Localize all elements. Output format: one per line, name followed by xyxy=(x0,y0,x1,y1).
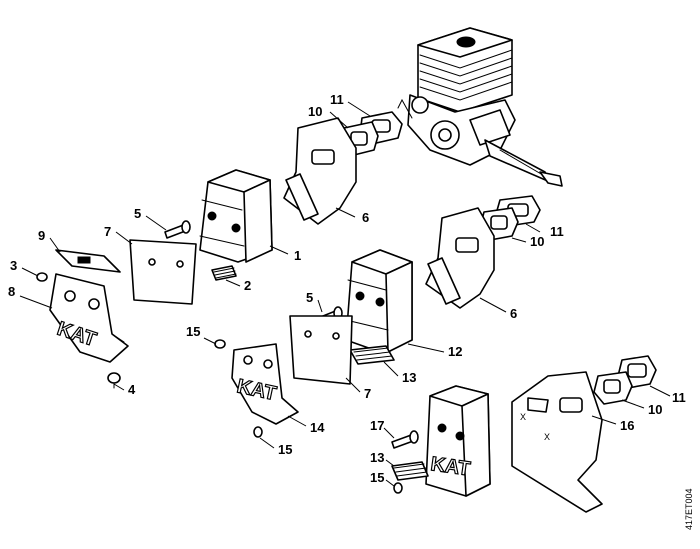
callout-numbers: 11 10 6 5 7 1 2 9 3 8 4 11 10 6 5 12 13 … xyxy=(8,92,686,485)
muffler-1 xyxy=(199,169,273,263)
heat-shield-16: X X xyxy=(511,371,603,513)
gasket-plate-7-top xyxy=(129,239,197,305)
screw-15-bottom xyxy=(393,482,403,494)
callout-11-top: 11 xyxy=(330,92,344,107)
screen-13-mid xyxy=(349,345,395,365)
x-mark-1: X xyxy=(520,412,526,422)
catalyst-cover-14: KAT xyxy=(231,343,299,425)
callout-5-top: 5 xyxy=(134,206,141,221)
leader-lines xyxy=(19,101,671,487)
callout-8: 8 xyxy=(8,284,15,299)
callout-7-top: 7 xyxy=(104,224,111,239)
heat-shield-6-mid xyxy=(425,207,495,309)
x-mark-2: X xyxy=(544,432,550,442)
callout-13-bottom: 13 xyxy=(370,450,384,465)
callout-10-bottom: 10 xyxy=(648,402,662,417)
callout-4: 4 xyxy=(128,382,136,397)
callout-6-mid: 6 xyxy=(510,306,517,321)
catalytic-muffler: KAT xyxy=(425,385,491,497)
gasket-10-bottom xyxy=(593,371,633,405)
screw-17 xyxy=(391,430,419,449)
screw-15-mid xyxy=(214,339,226,349)
callout-16: 16 xyxy=(620,418,634,433)
screw-5-top xyxy=(164,220,191,239)
screw-3 xyxy=(36,272,48,282)
callout-15-lower: 15 xyxy=(278,442,292,457)
callout-12: 12 xyxy=(448,344,462,359)
callout-10-top: 10 xyxy=(308,104,322,119)
callout-14: 14 xyxy=(310,420,325,435)
callout-5-mid: 5 xyxy=(306,290,313,305)
screw-15-lower xyxy=(253,426,263,438)
callout-15-bottom: 15 xyxy=(370,470,384,485)
screw-4 xyxy=(107,372,121,389)
callout-9: 9 xyxy=(38,228,45,243)
callout-2: 2 xyxy=(244,278,251,293)
callout-1: 1 xyxy=(294,248,301,263)
callout-15-mid: 15 xyxy=(186,324,200,339)
side-code: 417ET004 xyxy=(684,488,694,530)
gasket-plate-7-mid xyxy=(289,315,353,385)
callout-11-mid: 11 xyxy=(550,224,564,239)
screen-13-bottom xyxy=(391,461,429,481)
callout-3: 3 xyxy=(10,258,17,273)
callout-7-mid: 7 xyxy=(364,386,371,401)
callout-6-top: 6 xyxy=(362,210,369,225)
muffler-12 xyxy=(345,249,413,353)
callout-11-bottom: 11 xyxy=(672,390,686,405)
catalyst-cover-8: KAT xyxy=(49,273,129,363)
engine-cylinder xyxy=(397,27,563,187)
plate-9 xyxy=(55,249,121,273)
heat-shield-6-top xyxy=(283,117,357,225)
callout-10-mid: 10 xyxy=(530,234,544,249)
callout-17: 17 xyxy=(370,418,384,433)
screen-2 xyxy=(211,265,237,281)
callout-13-mid: 13 xyxy=(402,370,416,385)
